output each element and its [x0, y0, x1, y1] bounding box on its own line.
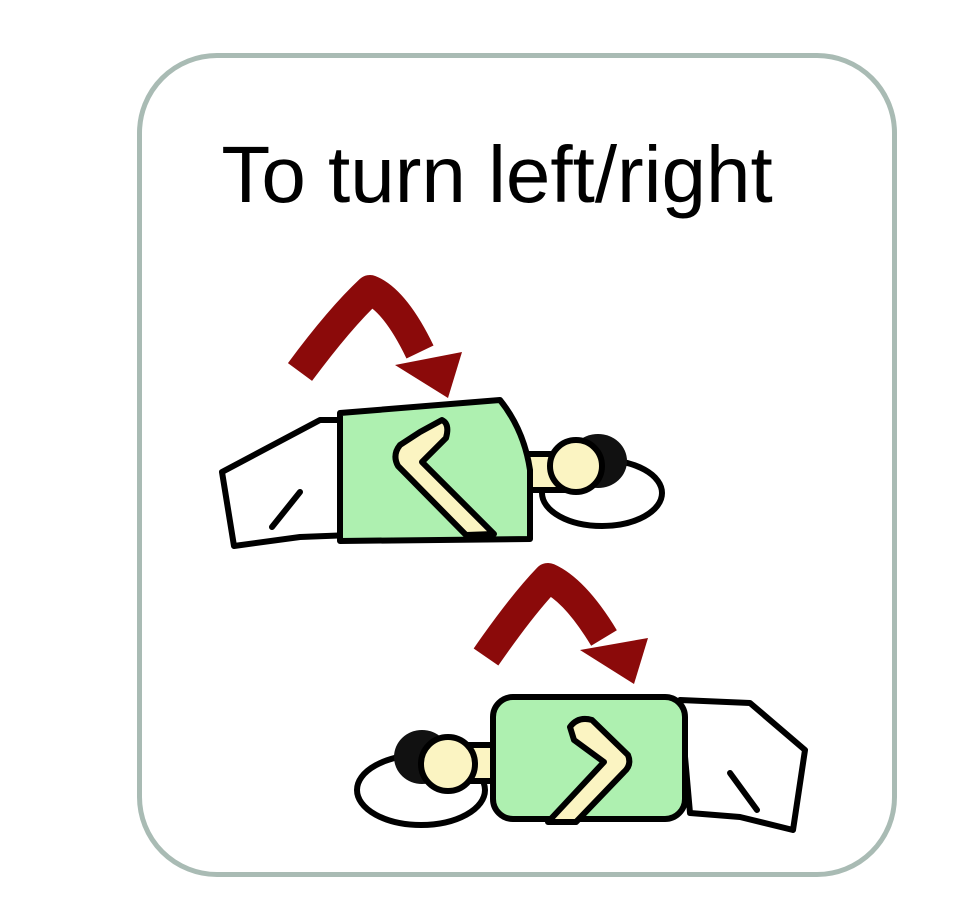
bottom-lying-person-icon — [354, 694, 808, 833]
top-curved-arrow-icon — [287, 275, 462, 398]
bottom-curved-arrow-icon — [473, 563, 648, 684]
top-lying-person-icon — [219, 397, 665, 549]
card-title: To turn left/right — [221, 130, 773, 219]
